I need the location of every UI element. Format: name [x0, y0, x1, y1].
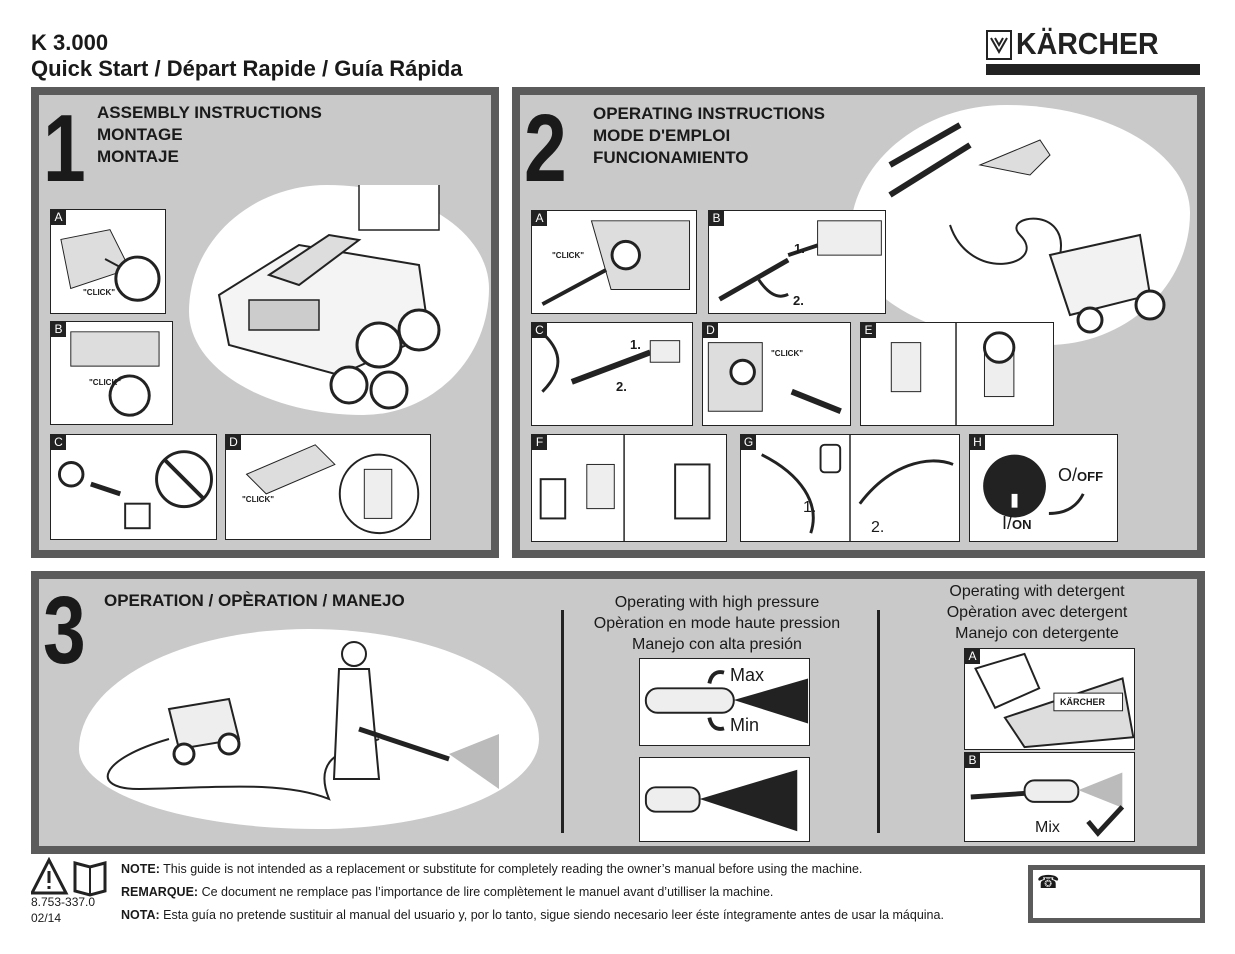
- karcher-logo: KÄRCHER: [986, 26, 1200, 76]
- switch-on-label: I/ON: [1002, 513, 1032, 533]
- note-spanish: NOTA: Esta guía no pretende sustituir al…: [121, 908, 944, 922]
- detergent-step-a: A KÄRCHER: [964, 648, 1135, 750]
- assembly-panel: 1 ASSEMBLY INSTRUCTIONS MONTAGE MONTAJE …: [31, 87, 499, 558]
- operation-illustration-area: [79, 629, 539, 829]
- column-divider: [877, 610, 880, 833]
- pressure-adjust-max-min: Max Min: [639, 658, 810, 746]
- checkmark-icon: [1086, 805, 1125, 837]
- operation-panel: 3 OPERATION / OPÈRATION / MANEJO Operati…: [31, 571, 1205, 854]
- karcher-emblem-icon: [986, 30, 1012, 60]
- detergent-title: Operating with detergent Opèration avec …: [946, 583, 1128, 642]
- power-switch-step-h: H O/OFF I/ON: [969, 434, 1118, 542]
- machine-illustration-area: [189, 174, 489, 415]
- warning-triangle-icon: [29, 856, 69, 895]
- page-subtitle: Quick Start / Départ Rapide / Guía Rápid…: [31, 56, 463, 81]
- max-label: Max: [730, 665, 765, 685]
- note-english: NOTE: This guide is not intended as a re…: [121, 862, 863, 876]
- operating-step-a: A "CLICK": [531, 210, 697, 314]
- detergent-step-b: B Mix: [964, 752, 1135, 842]
- operating-panel: 2 OPERATING INSTRUCTIONS MODE D'EMPLOI F…: [512, 87, 1205, 558]
- section-number: 2: [524, 95, 567, 202]
- pressure-washer-illustration: [217, 174, 441, 410]
- assembly-step-a: A "CLICK": [50, 209, 166, 314]
- operating-step-b: B 1. 2.: [708, 210, 886, 314]
- machine-logo: KÄRCHER: [1060, 697, 1105, 707]
- section-number: 1: [43, 95, 86, 202]
- min-label: Min: [730, 715, 760, 735]
- assembly-heading: ASSEMBLY INSTRUCTIONS MONTAGE MONTAJE: [97, 103, 322, 166]
- operation-heading: OPERATION / OPÈRATION / MANEJO: [104, 591, 405, 610]
- switch-off-label: O/OFF: [1058, 465, 1104, 485]
- accessories-illustration: [888, 122, 1166, 334]
- logo-bar: [986, 64, 1200, 75]
- warning-icons: [29, 856, 111, 897]
- operating-step-e: E: [860, 322, 1054, 426]
- section-number: 3: [43, 577, 86, 684]
- operating-step-c: C 1. 2.: [531, 322, 693, 426]
- part-code: 8.753-337.0 02/14: [31, 895, 96, 925]
- operating-step-f: F: [531, 434, 727, 542]
- telephone-icon: ☎: [1037, 872, 1060, 892]
- note-french: REMARQUE: Ce document ne remplace pas l’…: [121, 885, 774, 899]
- accessories-illustration-area: [850, 105, 1190, 345]
- high-pressure-title: Operating with high pressure Opèration e…: [593, 594, 841, 653]
- wide-spray-nozzle: [639, 757, 810, 842]
- model-title: K 3.000: [31, 30, 109, 55]
- mix-label: Mix: [1035, 819, 1060, 836]
- assembly-step-b: B "CLICK": [50, 321, 173, 425]
- operating-heading: OPERATING INSTRUCTIONS MODE D'EMPLOI FUN…: [593, 104, 826, 167]
- assembly-step-d: D "CLICK": [225, 434, 431, 540]
- assembly-step-c: C: [50, 434, 217, 540]
- logo-wordmark: KÄRCHER: [1016, 26, 1159, 61]
- operating-step-d: D "CLICK": [702, 322, 851, 426]
- operating-step-g: G 1. 2.: [740, 434, 960, 542]
- column-divider: [561, 610, 564, 833]
- phone-contact-box: ☎: [1028, 865, 1205, 923]
- manual-book-icon: [73, 861, 107, 897]
- person-operating-washer-illustration: [106, 641, 499, 801]
